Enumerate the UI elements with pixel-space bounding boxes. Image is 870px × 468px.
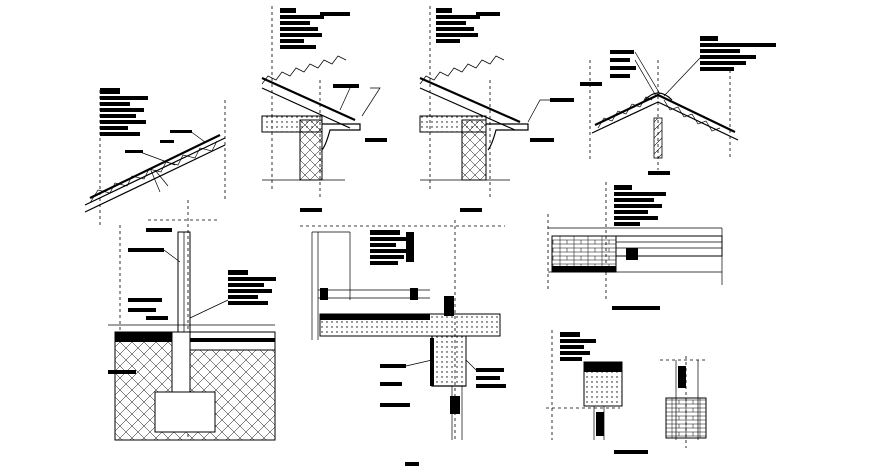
slab-parapet-detail [300,220,506,466]
window-sill-detail [547,182,723,310]
note-block [560,332,596,361]
foundation-wall-detail [108,200,276,441]
wall-section-detail-a [546,330,623,440]
sloped-roof-tile-detail [84,88,226,228]
wall-section-detail-b [614,356,707,454]
ridge-detail [580,36,776,175]
note-block [370,230,506,466]
note-block [100,88,148,136]
eave-detail-b [419,6,574,212]
note-block [580,36,776,86]
eave-detail-a [261,6,387,212]
note-block [436,8,500,43]
note-block [280,8,350,49]
note-block [612,185,666,310]
